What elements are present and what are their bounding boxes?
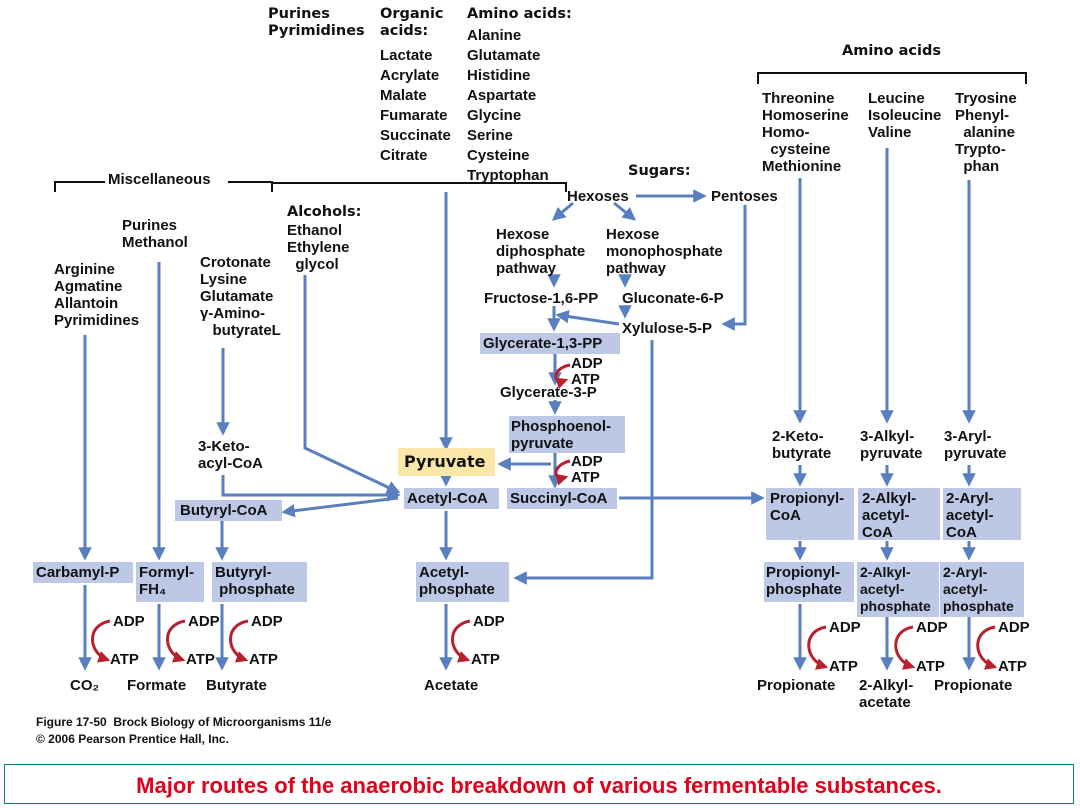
arginine-group: Arginine Agmatine Allantoin Pyrimidines: [54, 261, 140, 329]
atp-label-butyryl: ATP: [249, 651, 278, 668]
propionate-label-2: Propionate: [934, 677, 1013, 694]
phosphoenol-box: [509, 416, 625, 453]
acetyl-coa-box: [404, 488, 499, 509]
alcohol-list: Ethanol Ethylene glycol: [287, 222, 350, 273]
propionyl-phosphate-label: Propionyl- phosphate: [766, 564, 842, 598]
glycerate13pp-box: [480, 333, 620, 354]
gluconate-label: Gluconate-6-P: [622, 290, 724, 307]
aryl-acetyl-phosphate-label: 2-Aryl- acetyl- phosphate: [943, 564, 1014, 614]
keto-butyrate-label: 2-Keto- butyrate: [772, 428, 832, 462]
butyryl-coa-box: [175, 500, 282, 521]
adp-label-butyryl: ADP: [251, 613, 283, 630]
sugars-label: Sugars:: [628, 163, 691, 179]
alkyl-acetyl-coa-label: 2-Alkyl- acetyl- CoA: [862, 490, 917, 541]
amino-acid-list: Alanine Glutamate Histidine Aspartate Gl…: [467, 27, 549, 184]
alkyl-pyruvate-label: 3-Alkyl- pyruvate: [860, 428, 923, 462]
butyryl-phosphate-box: [212, 562, 307, 602]
aryl-acetyl-phosphate-box: [940, 562, 1024, 617]
co2-label: CO₂: [70, 677, 100, 694]
carbamyl-p-box: [33, 562, 133, 583]
crotonate-group: Crotonate Lysine Glutamate γ-Amino- buty…: [200, 254, 281, 339]
atp-label-alkyl: ATP: [916, 658, 945, 675]
acetyl-phosphate-box: [416, 562, 509, 602]
butyrate-label: Butyrate: [206, 677, 267, 694]
purines-pyrimidines-label: Purines Pyrimidines: [268, 6, 365, 39]
glycerate3p-label: Glycerate-3-P: [500, 384, 597, 401]
amino-acids-group-label: Amino acids: [842, 43, 941, 59]
phosphoenol-label: Phosphoenol- pyruvate: [511, 418, 611, 452]
atp-label-formyl: ATP: [186, 651, 215, 668]
acetyl-phosphate-label: Acetyl- phosphate: [419, 564, 495, 598]
leucine-group: Leucine Isoleucine Valine: [868, 90, 942, 141]
adp-label-acetyl: ADP: [473, 613, 505, 630]
adp-label-alkyl: ADP: [916, 619, 948, 636]
atp-label-aryl: ATP: [998, 658, 1027, 675]
atp-label-acetyl: ATP: [471, 651, 500, 668]
adp-label-glycerate: ADP: [571, 355, 603, 372]
alcohols-label: Alcohols:: [287, 204, 362, 220]
title-bar: Major routes of the anaerobic breakdown …: [4, 764, 1074, 804]
formyl-fh4-label: Formyl- FH₄: [139, 564, 195, 598]
organic-acid-list: Lactate Acrylate Malate Fumarate Succina…: [380, 47, 451, 164]
adp-label-carbamyl: ADP: [113, 613, 145, 630]
atp-label-pep: ATP: [571, 469, 600, 486]
glycerate13pp-label: Glycerate-1,3-PP: [483, 335, 603, 352]
acetate-label: Acetate: [424, 677, 479, 694]
hexose-diphosphate-label: Hexose diphosphate pathway: [496, 226, 586, 277]
alkyl-acetyl-phosphate-label: 2-Alkyl- acetyl- phosphate: [860, 564, 931, 614]
butyryl-phosphate-label: Butyryl- phosphate: [215, 564, 296, 598]
formate-label: Formate: [127, 677, 187, 694]
adp-label-formyl: ADP: [188, 613, 220, 630]
pyruvate-box: [398, 448, 495, 476]
acetyl-coa-label: Acetyl-CoA: [407, 490, 488, 507]
formyl-fh4-box: [136, 562, 204, 602]
adp-label-aryl: ADP: [998, 619, 1030, 636]
atp-label-carbamyl: ATP: [110, 651, 139, 668]
aryl-pyruvate-label: 3-Aryl- pyruvate: [944, 428, 1007, 462]
organic-acids-label: Organic acids:: [380, 6, 444, 39]
atp-label-glycerate: ATP: [571, 371, 600, 388]
propionyl-coa-label: Propionyl- CoA: [770, 490, 845, 524]
aryl-acetyl-coa-label: 2-Aryl- acetyl- CoA: [946, 490, 994, 541]
keto-acyl-coa-label: 3-Keto- acyl-CoA: [198, 438, 264, 472]
purines-methanol-label: Purines Methanol: [122, 217, 188, 251]
pyruvate-label: Pyruvate: [404, 452, 486, 471]
miscellaneous-label: Miscellaneous: [108, 171, 211, 188]
adp-label-propionyl: ADP: [829, 619, 861, 636]
propionate-label-1: Propionate: [757, 677, 836, 694]
xylulose-label: Xylulose-5-P: [622, 320, 713, 337]
succinyl-coa-box: [507, 488, 617, 509]
amino-acids-header: Amino acids:: [467, 6, 572, 22]
alkyl-acetyl-coa-box: [858, 488, 940, 540]
aryl-acetyl-coa-box: [943, 488, 1021, 540]
alkyl-acetate-label: 2-Alkyl- acetate: [859, 677, 914, 711]
figure-caption: Figure 17-50 Brock Biology of Microorgan…: [36, 715, 332, 746]
tyrosine-group: Tryosine Phenyl- alanine Trypto- phan: [955, 90, 1017, 175]
butyryl-coa-label: Butyryl-CoA: [180, 502, 268, 519]
fructose-label: Fructose-1,6-PP: [484, 290, 599, 307]
propionyl-coa-box: [766, 488, 854, 540]
propionyl-phosphate-box: [764, 562, 854, 602]
atp-label-propionyl: ATP: [829, 658, 858, 675]
carbamyl-p-label: Carbamyl-P: [36, 564, 120, 581]
alkyl-acetyl-phosphate-box: [857, 562, 939, 617]
threonine-group: Threonine Homoserine Homo- cysteine Meth…: [762, 90, 849, 175]
adp-label-pep: ADP: [571, 453, 603, 470]
hexoses-label: Hexoses: [567, 188, 629, 205]
pentoses-label: Pentoses: [711, 188, 778, 205]
succinyl-coa-label: Succinyl-CoA: [510, 490, 608, 507]
hexose-monophosphate-label: Hexose monophosphate pathway: [606, 226, 723, 277]
slide-title: Major routes of the anaerobic breakdown …: [136, 773, 942, 798]
